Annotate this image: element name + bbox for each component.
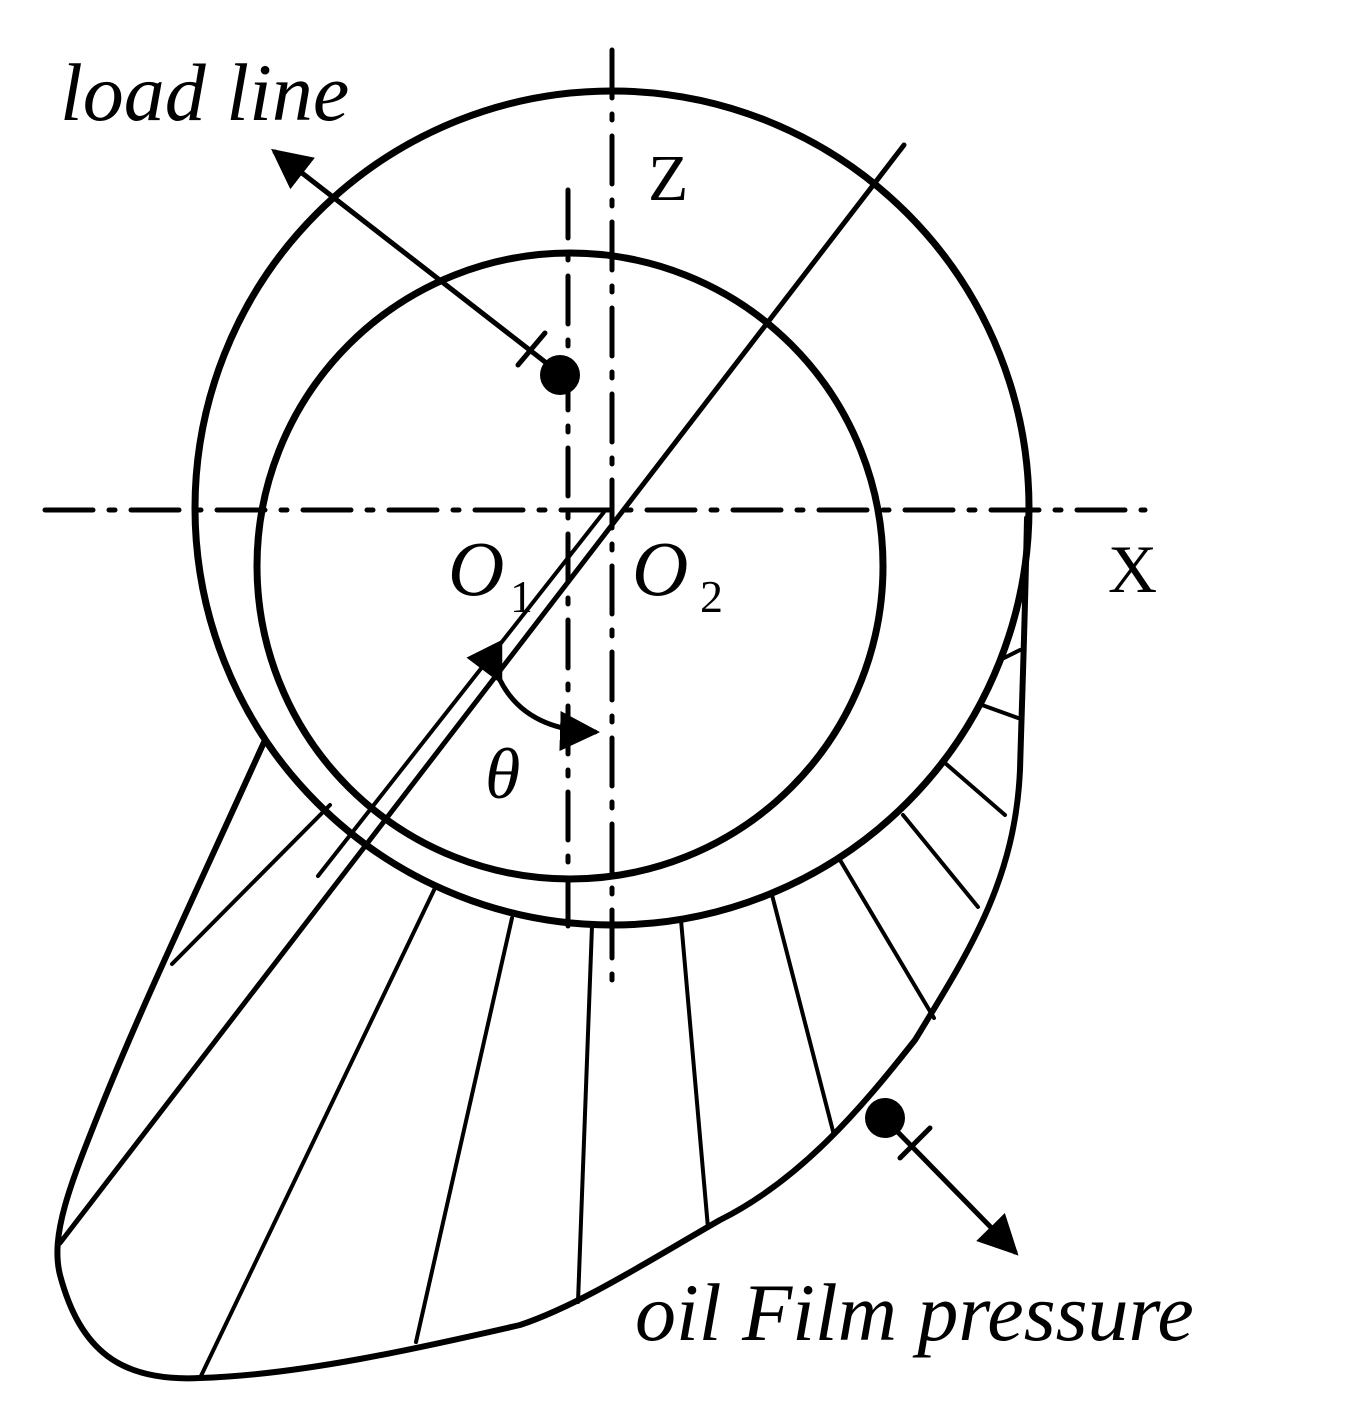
theta-angle-arc [466,639,600,751]
bearing-outer-circle [191,87,1033,929]
pressure-arrow-tick [897,1125,933,1161]
o1-subscript: 1 [510,571,533,622]
diagonal-line-lower-segment [316,510,606,878]
load-line-tick [515,330,548,368]
pressure-point-dot [865,1098,905,1138]
load-line-arrow [271,148,561,375]
o2-subscript: 2 [700,571,723,622]
load-line-label: load line [60,47,349,138]
pressure-radial-lines [170,648,1022,1380]
x-axis-label: X [1108,531,1157,607]
diagonal-line [57,142,907,1246]
oil-film-pressure-label: oil Film pressure [635,1267,1194,1358]
theta-label: θ [485,734,520,814]
o1-label: O [448,525,504,612]
z-axis-label: Z [648,142,688,215]
load-point-dot [540,355,580,395]
o2-label: O [632,525,688,612]
pressure-arrow [883,1117,1019,1256]
journal-inner-circle [253,249,887,883]
pressure-envelope [54,515,1030,1382]
